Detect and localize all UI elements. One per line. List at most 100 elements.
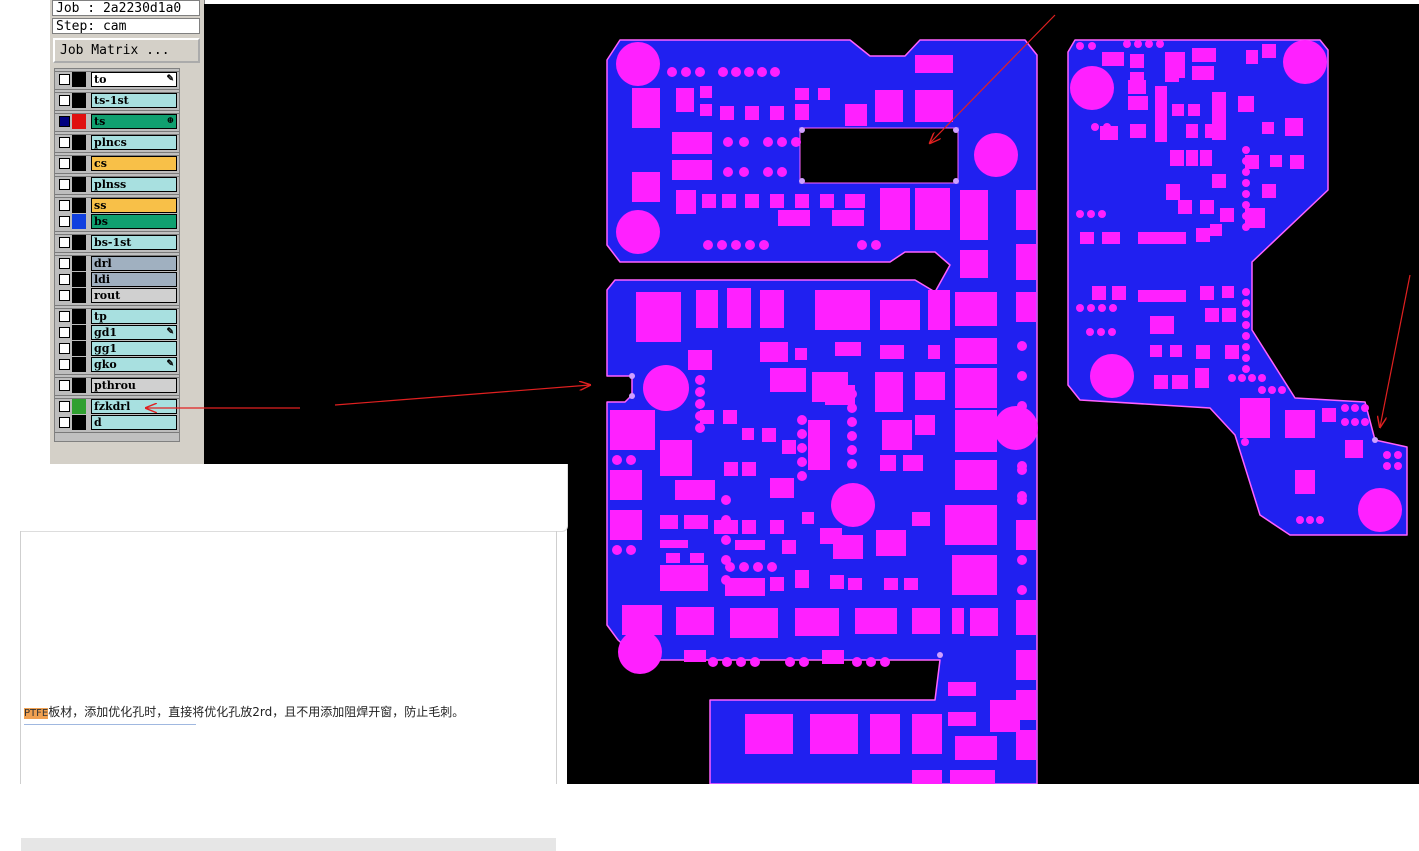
layer-checkbox[interactable] — [59, 290, 70, 301]
layer-color-swatch[interactable] — [72, 198, 86, 213]
pad — [1017, 555, 1027, 565]
layer-name[interactable]: ts-1st — [91, 93, 177, 108]
layer-row-to[interactable]: to✎ — [55, 72, 179, 87]
layer-color-swatch[interactable] — [72, 256, 86, 271]
layer-row-plnss[interactable]: plnss — [55, 177, 179, 192]
pad — [1130, 54, 1144, 68]
layer-color-swatch[interactable] — [72, 272, 86, 287]
pad — [1341, 418, 1349, 426]
optimization-hole — [937, 652, 943, 658]
layer-checkbox[interactable] — [59, 417, 70, 428]
layer-color-swatch[interactable] — [72, 399, 86, 414]
layer-name[interactable]: ldi — [91, 272, 177, 287]
layer-checkbox[interactable] — [59, 258, 70, 269]
layer-name[interactable]: tp — [91, 309, 177, 324]
layer-name[interactable]: plncs — [91, 135, 177, 150]
layer-checkbox[interactable] — [59, 158, 70, 169]
layer-color-swatch[interactable] — [72, 135, 86, 150]
pad — [744, 67, 754, 77]
layer-checkbox[interactable] — [59, 200, 70, 211]
layer-row-rout[interactable]: rout — [55, 288, 179, 303]
layer-color-swatch[interactable] — [72, 288, 86, 303]
layer-row-bs-1st[interactable]: bs-1st — [55, 235, 179, 250]
layer-row-tp[interactable]: tp — [55, 309, 179, 324]
layer-row-gg1[interactable]: gg1 — [55, 341, 179, 356]
layer-color-swatch[interactable] — [72, 72, 86, 87]
note-scrollbar[interactable] — [21, 838, 556, 851]
layer-row-d[interactable]: d — [55, 415, 179, 430]
layer-row-gd1[interactable]: gd1✎ — [55, 325, 179, 340]
layer-checkbox[interactable] — [59, 327, 70, 338]
layer-color-swatch[interactable] — [72, 309, 86, 324]
layer-name[interactable]: pthrou — [91, 378, 177, 393]
layer-row-ts-1st[interactable]: ts-1st — [55, 93, 179, 108]
layer-checkbox[interactable] — [59, 343, 70, 354]
layer-color-swatch[interactable] — [72, 341, 86, 356]
pad — [1242, 343, 1250, 351]
layer-name[interactable]: gd1✎ — [91, 325, 177, 340]
layer-name[interactable]: rout — [91, 288, 177, 303]
layer-name[interactable]: ts⊕ — [91, 114, 177, 129]
layer-name[interactable]: gko✎ — [91, 357, 177, 372]
pad — [1091, 123, 1099, 131]
layer-checkbox[interactable] — [59, 380, 70, 391]
pcb-canvas[interactable] — [204, 4, 1419, 784]
layer-row-ldi[interactable]: ldi — [55, 272, 179, 287]
layer-color-swatch[interactable] — [72, 214, 86, 229]
layer-row-ss[interactable]: ss — [55, 198, 179, 213]
layer-name[interactable]: ss — [91, 198, 177, 213]
layer-row-gko[interactable]: gko✎ — [55, 357, 179, 372]
pad — [731, 67, 741, 77]
layer-name[interactable]: fzkdrl — [91, 399, 177, 414]
pad — [1192, 66, 1214, 80]
layer-color-swatch[interactable] — [72, 357, 86, 372]
pad — [1220, 208, 1234, 222]
layer-color-swatch[interactable] — [72, 156, 86, 171]
layer-name[interactable]: cs — [91, 156, 177, 171]
layer-name[interactable]: bs — [91, 214, 177, 229]
pad — [1351, 418, 1359, 426]
layer-name[interactable]: gg1 — [91, 341, 177, 356]
layer-name[interactable]: bs-1st — [91, 235, 177, 250]
layer-color-swatch[interactable] — [72, 93, 86, 108]
layer-checkbox[interactable] — [59, 237, 70, 248]
layer-name[interactable]: d — [91, 415, 177, 430]
job-matrix-button[interactable]: Job Matrix ... — [53, 38, 200, 63]
layer-checkbox[interactable] — [59, 401, 70, 412]
pad — [870, 714, 900, 754]
pad — [782, 440, 796, 454]
layer-checkbox[interactable] — [59, 116, 70, 127]
pad — [1258, 386, 1266, 394]
pad — [1080, 232, 1094, 244]
layer-name[interactable]: to✎ — [91, 72, 177, 87]
layer-color-swatch[interactable] — [72, 325, 86, 340]
pad — [1109, 304, 1117, 312]
pad — [1178, 200, 1192, 214]
layer-color-swatch[interactable] — [72, 235, 86, 250]
layer-row-plncs[interactable]: plncs — [55, 135, 179, 150]
layer-color-swatch[interactable] — [72, 114, 86, 129]
layer-color-swatch[interactable] — [72, 415, 86, 430]
layer-name[interactable]: plnss — [91, 177, 177, 192]
layer-checkbox[interactable] — [59, 137, 70, 148]
pad — [797, 443, 807, 453]
layer-checkbox[interactable] — [59, 359, 70, 370]
layer-row-drl[interactable]: drl — [55, 256, 179, 271]
layer-checkbox[interactable] — [59, 311, 70, 322]
layer-color-swatch[interactable] — [72, 378, 86, 393]
layer-row-pthrou[interactable]: pthrou — [55, 378, 179, 393]
pad — [847, 459, 857, 469]
layer-checkbox[interactable] — [59, 74, 70, 85]
layer-row-bs[interactable]: bs — [55, 214, 179, 229]
layer-checkbox[interactable] — [59, 274, 70, 285]
layer-checkbox[interactable] — [59, 179, 70, 190]
layer-checkbox[interactable] — [59, 216, 70, 227]
layer-row-ts[interactable]: ts⊕ — [55, 114, 179, 129]
pad — [763, 137, 773, 147]
layer-row-cs[interactable]: cs — [55, 156, 179, 171]
layer-color-swatch[interactable] — [72, 177, 86, 192]
layer-name[interactable]: drl — [91, 256, 177, 271]
layer-row-fzkdrl[interactable]: fzkdrl — [55, 399, 179, 414]
layer-checkbox[interactable] — [59, 95, 70, 106]
pad — [672, 132, 712, 154]
